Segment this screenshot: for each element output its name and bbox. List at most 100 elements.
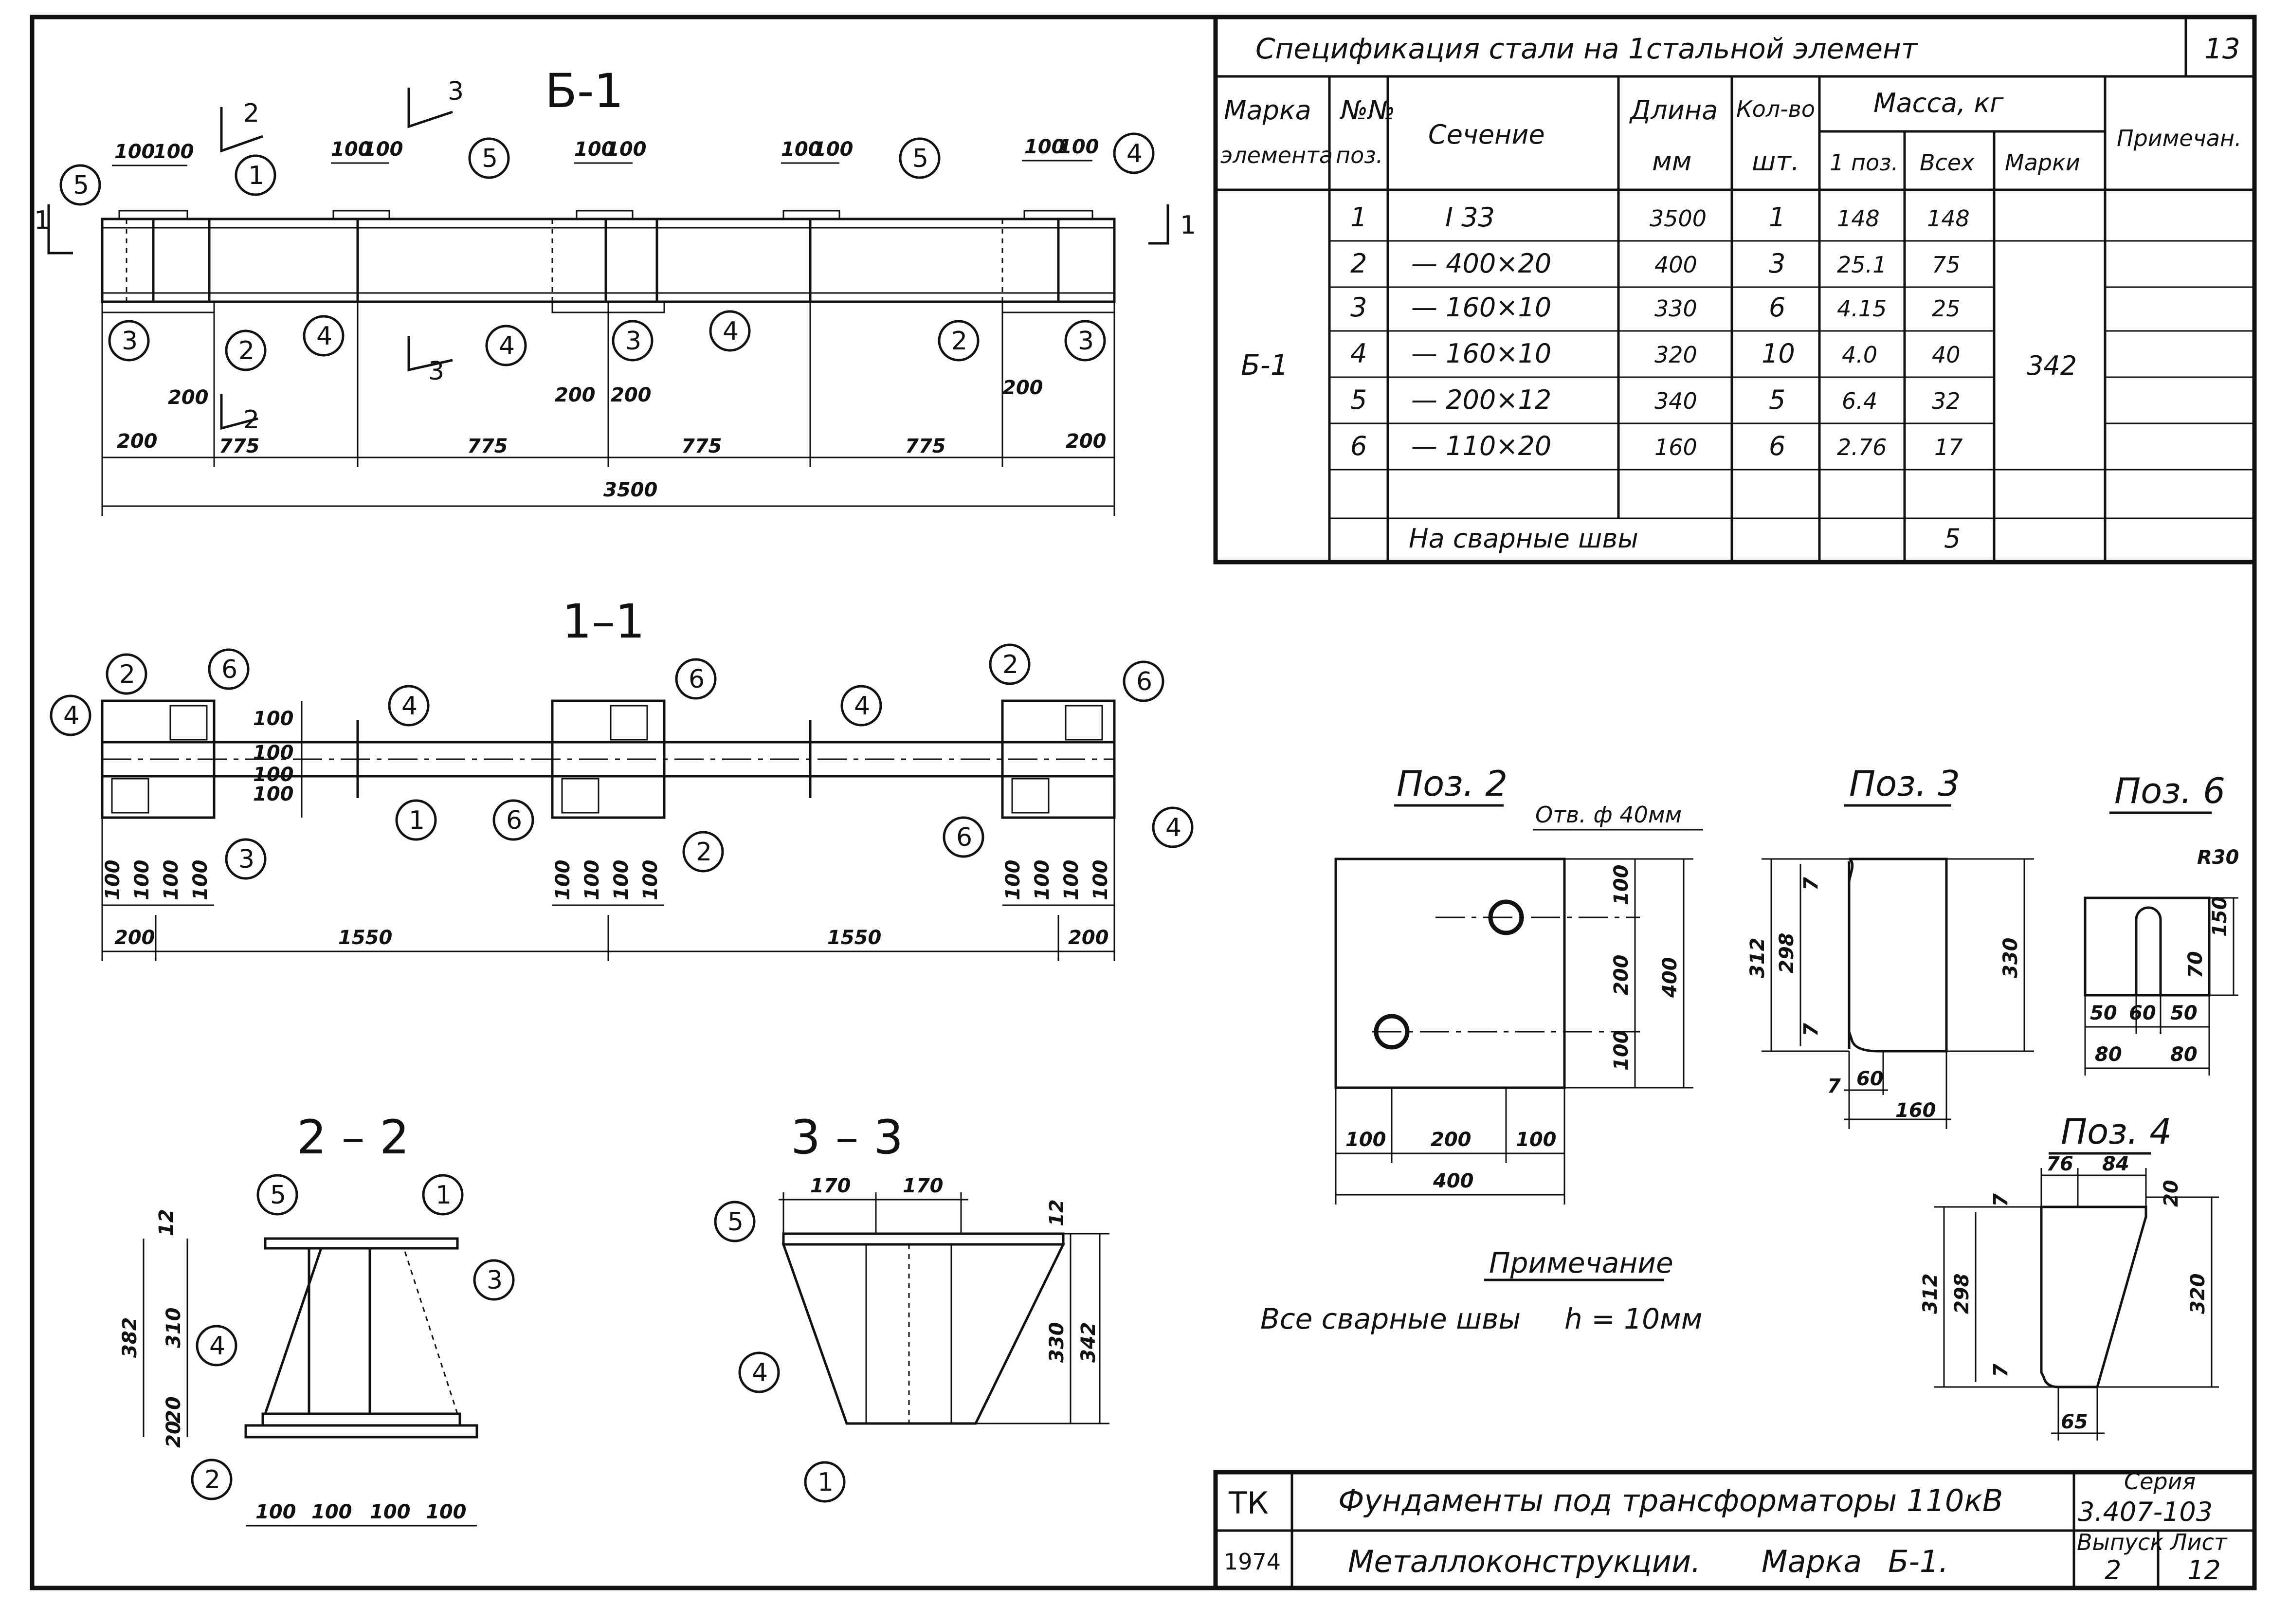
svg-text:2: 2	[1002, 650, 1018, 679]
svg-text:50: 50	[2090, 1002, 2117, 1024]
svg-text:6: 6	[1136, 667, 1152, 696]
svg-text:4: 4	[316, 322, 332, 351]
spec-mark-mass: 342	[2027, 350, 2077, 381]
svg-text:4: 4	[401, 692, 418, 721]
b1-dims: 200 775 775 775 775 200 3500 200 200 200…	[101, 136, 1115, 516]
svg-text:10: 10	[1762, 338, 1795, 369]
svg-text:100: 100	[114, 141, 155, 163]
svg-text:320: 320	[2187, 1274, 2209, 1314]
tb-title2: Металлоконструкции.	[1348, 1544, 1701, 1579]
svg-text:400: 400	[1433, 1170, 1474, 1192]
svg-text:4.15: 4.15	[1837, 295, 1887, 322]
hdr-mark-1: Марка	[1224, 95, 1311, 126]
tb-year: 1974	[1224, 1549, 1281, 1575]
svg-text:2: 2	[696, 838, 712, 867]
svg-text:50: 50	[2170, 1002, 2198, 1024]
svg-text:298: 298	[1951, 1274, 1973, 1314]
v33-title: 3 – 3	[791, 1110, 903, 1165]
svg-text:80: 80	[2095, 1043, 2122, 1066]
hdr-pos-1: №№	[1339, 95, 1395, 126]
svg-text:100: 100	[606, 138, 647, 161]
spec-welds-mass: 5	[1944, 523, 1961, 554]
hdr-section: Сечение	[1428, 119, 1545, 150]
hdr-mark-2: элемента	[1220, 142, 1333, 168]
svg-text:312: 312	[1919, 1274, 1942, 1314]
svg-text:200: 200	[1066, 430, 1107, 453]
hdr-note: Примечан.	[2117, 125, 2242, 151]
svg-text:100: 100	[253, 708, 294, 730]
svg-text:200: 200	[117, 430, 158, 453]
spec-element: Б-1	[1241, 348, 1289, 382]
svg-text:100: 100	[552, 860, 574, 901]
svg-text:100: 100	[311, 1501, 352, 1523]
detail-poz3: Поз. 3 312 298 7 7 330 7 60 160	[1746, 763, 2034, 1129]
svg-text:2: 2	[243, 99, 259, 128]
hdr-mass: Масса, кг	[1873, 88, 2004, 118]
svg-text:160: 160	[1895, 1099, 1936, 1122]
svg-text:4: 4	[209, 1332, 225, 1361]
svg-text:100: 100	[581, 860, 603, 901]
svg-text:3: 3	[625, 327, 641, 356]
svg-text:6: 6	[506, 806, 522, 835]
svg-text:6: 6	[689, 665, 705, 694]
spec-row-2: 2 — 400×20 400 3 25.1 75	[1350, 248, 1961, 279]
spec-row-4: 4 — 160×10 320 10 4.0 40	[1350, 338, 1961, 369]
svg-text:2: 2	[204, 1465, 220, 1495]
note-weld-height: h = 10мм	[1564, 1302, 1703, 1335]
svg-text:25.1: 25.1	[1837, 252, 1887, 278]
hdr-mass-all: Всех	[1920, 149, 1975, 176]
svg-text:400: 400	[1659, 957, 1681, 999]
sheet-number: 13	[2204, 32, 2240, 65]
tb-org: ТК	[1228, 1485, 1269, 1521]
svg-text:1: 1	[409, 806, 425, 835]
svg-text:1: 1	[1350, 202, 1367, 233]
v11-dims: 100 100 100 100 100 100 100 100 100 100 …	[101, 701, 1115, 961]
svg-text:100: 100	[363, 138, 403, 161]
svg-text:100: 100	[189, 860, 212, 901]
svg-text:1550: 1550	[338, 927, 392, 949]
v22-title: 2 – 2	[297, 1110, 409, 1165]
svg-text:75: 75	[1932, 252, 1961, 278]
svg-text:4: 4	[499, 331, 515, 361]
detail-poz2: Поз. 2 Отв. ф 40мм 100 200 100 400 100 2…	[1334, 763, 1703, 1204]
svg-text:200: 200	[1002, 377, 1043, 399]
svg-text:7: 7	[1990, 1364, 2012, 1377]
svg-text:1: 1	[1180, 211, 1196, 240]
svg-text:100: 100	[1610, 1030, 1633, 1071]
svg-text:200: 200	[1610, 955, 1633, 996]
svg-text:100: 100	[253, 742, 294, 764]
svg-text:200: 200	[555, 384, 596, 406]
poz2-hole-note: Отв. ф 40мм	[1535, 802, 1682, 828]
title-block: ТК 1974 Фундаменты под трансформаторы 11…	[1213, 1468, 2257, 1590]
view-1-1: 1–1 2 6 4 4 6 4 2 6 3 1 6 2 6 4	[50, 594, 1194, 961]
svg-text:100: 100	[1058, 136, 1099, 158]
svg-text:200: 200	[1068, 927, 1109, 949]
svg-text:20: 20	[163, 1396, 185, 1423]
svg-text:1: 1	[248, 161, 264, 190]
tb-mark-label: Марка	[1762, 1544, 1862, 1579]
svg-text:100: 100	[1060, 860, 1083, 901]
svg-text:775: 775	[219, 435, 260, 457]
detail-poz4: Поз. 4 76 84 7 20 312 298 7 320 65	[1919, 1111, 2219, 1441]
svg-text:5: 5	[727, 1207, 744, 1237]
svg-text:7: 7	[1800, 1023, 1822, 1037]
hdr-length-1: Длина	[1629, 95, 1718, 126]
svg-text:60: 60	[1856, 1068, 1884, 1090]
svg-text:20: 20	[2160, 1180, 2182, 1207]
svg-text:1: 1	[436, 1181, 452, 1210]
svg-text:17: 17	[1934, 434, 1963, 460]
svg-text:2.76: 2.76	[1837, 434, 1887, 460]
svg-text:330: 330	[1999, 938, 2022, 979]
svg-text:775: 775	[467, 435, 508, 457]
svg-text:320: 320	[1654, 342, 1697, 368]
svg-text:100: 100	[160, 860, 182, 901]
note-block: Примечание Все сварные швы h = 10мм	[1260, 1246, 1703, 1335]
svg-text:32: 32	[1932, 388, 1961, 414]
svg-text:3: 3	[1769, 248, 1785, 279]
svg-text:100: 100	[102, 860, 124, 901]
svg-text:76: 76	[2046, 1153, 2073, 1175]
svg-text:100: 100	[426, 1501, 467, 1523]
svg-text:100: 100	[331, 138, 372, 161]
svg-text:5: 5	[270, 1181, 286, 1210]
svg-text:6: 6	[221, 655, 237, 684]
